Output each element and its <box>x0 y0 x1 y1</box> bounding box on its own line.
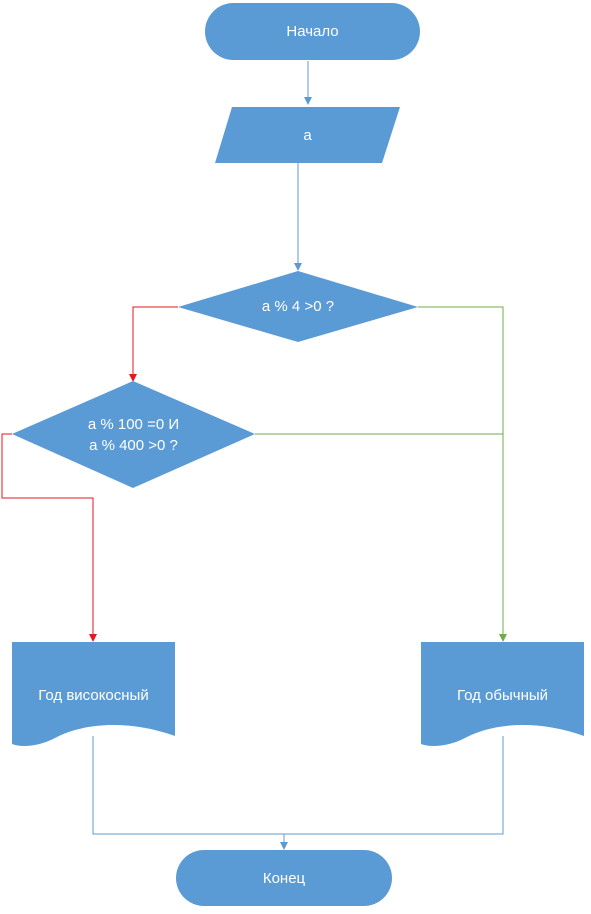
connector-decision1-to-common-green <box>418 306 507 642</box>
connector-leap-to-end <box>92 736 284 835</box>
end-label-text: Конец <box>262 869 306 887</box>
connector-decision1-to-decision2-red <box>129 306 178 382</box>
decision1-label: a % 4 >0 ? <box>178 271 418 342</box>
decision2-diamond <box>12 381 255 488</box>
decision2-label-line1: a % 100 =0 И <box>87 415 180 433</box>
start-terminator <box>205 3 420 60</box>
common-year-label-text: Год обычный <box>456 686 549 704</box>
input-label-text: a <box>303 126 312 144</box>
end-label: Конец <box>176 850 392 906</box>
common-year-label: Год обычный <box>421 672 584 718</box>
start-label-text: Начало <box>286 23 339 40</box>
decision2-label-line2: a % 400 >0 ? <box>89 436 178 454</box>
input-label: a <box>215 107 400 163</box>
leap-year-document <box>12 642 175 746</box>
connector-decision2-to-leap-red <box>1 433 97 642</box>
decision2-label: a % 100 =0 И a % 400 >0 ? <box>12 381 255 488</box>
start-label: Начало <box>205 3 420 60</box>
connector-common-to-end <box>284 736 504 835</box>
decision1-label-text: a % 4 >0 ? <box>261 298 335 315</box>
decision1-diamond <box>178 271 418 342</box>
end-terminator <box>176 850 392 906</box>
leap-year-label-text: Год високосный <box>38 686 149 704</box>
input-parallelogram <box>215 107 400 163</box>
leap-year-label: Год високосный <box>12 672 175 718</box>
common-year-document <box>421 642 584 746</box>
